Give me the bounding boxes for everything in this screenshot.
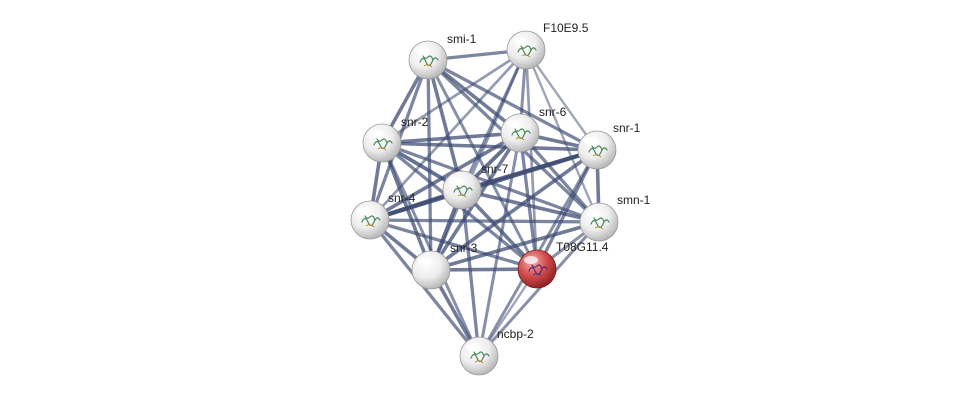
edge-snr-6-snr-4 <box>368 131 522 222</box>
edge-F10E9.5-snr-1 <box>524 48 599 152</box>
edge-F10E9.5-snr-2 <box>380 48 528 145</box>
node-label: F10E9.5 <box>543 21 589 35</box>
edge-F10E9.5-T08G11.4 <box>524 48 539 271</box>
edge-F10E9.5-smn-1 <box>524 48 601 224</box>
node-sphere[interactable] <box>411 250 451 290</box>
node-highlight <box>586 209 600 217</box>
structure-glyph-icon <box>365 224 375 228</box>
node-sphere[interactable] <box>408 40 448 80</box>
node-label: snr-7 <box>481 162 509 176</box>
edge-snr-7-smn-1 <box>460 188 601 224</box>
node-highlight <box>513 37 527 45</box>
node-snr-6[interactable]: snr-6 <box>500 105 567 153</box>
node-sphere[interactable] <box>500 113 540 153</box>
node-sphere[interactable] <box>506 30 546 70</box>
node-highlight <box>584 137 598 145</box>
structure-glyph-icon <box>457 194 467 198</box>
edge-F10E9.5-snr-4 <box>368 48 528 222</box>
structure-glyph-icon <box>474 360 484 364</box>
node-sphere[interactable] <box>442 170 482 210</box>
edge-snr-7-ncbp-2 <box>460 188 481 358</box>
node-label: snr-3 <box>450 241 478 255</box>
node-label: snr-6 <box>539 105 567 119</box>
node-snr-2[interactable]: snr-2 <box>362 115 429 163</box>
node-highlight <box>418 257 432 265</box>
node-sphere[interactable] <box>459 336 499 376</box>
structure-glyph-icon <box>377 147 387 151</box>
structure-glyph-icon <box>532 273 542 277</box>
edge-snr-2-ncbp-2 <box>380 141 481 358</box>
node-highlight <box>449 177 463 185</box>
node-snr-3[interactable]: snr-3 <box>411 241 478 290</box>
structure-glyph-icon <box>594 226 604 230</box>
node-smi-1[interactable]: smi-1 <box>408 32 477 80</box>
node-sphere[interactable] <box>350 200 390 240</box>
node-sphere[interactable] <box>517 249 557 289</box>
node-highlight <box>466 343 480 351</box>
node-F10E9.5[interactable]: F10E9.5 <box>506 21 589 70</box>
edge-snr-1-snr-3 <box>429 148 599 272</box>
node-label: smi-1 <box>447 32 477 46</box>
edge-smn-1-snr-3 <box>429 220 601 272</box>
node-label: ncbp-2 <box>497 327 534 341</box>
structure-glyph-icon <box>592 154 602 158</box>
node-highlight <box>415 47 429 55</box>
structure-glyph-icon <box>515 137 525 141</box>
node-label: snr-1 <box>613 121 641 135</box>
node-highlight <box>369 130 383 138</box>
node-label: snr-2 <box>401 115 429 129</box>
edge-snr-2-snr-6 <box>380 131 522 145</box>
edge-smi-1-snr-3 <box>426 58 433 272</box>
node-snr-7[interactable]: snr-7 <box>442 162 509 210</box>
structure-glyph-icon <box>521 54 531 58</box>
node-smn-1[interactable]: smn-1 <box>579 193 651 242</box>
node-label: snr-4 <box>388 191 416 205</box>
edge-snr-4-smn-1 <box>368 218 601 224</box>
node-label: T08G11.4 <box>556 240 609 254</box>
node-sphere[interactable] <box>579 202 619 242</box>
node-highlight <box>357 207 371 215</box>
node-T08G11.4[interactable]: T08G11.4 <box>517 240 609 289</box>
node-label: smn-1 <box>617 193 651 207</box>
edge-snr-6-ncbp-2 <box>477 131 522 358</box>
edge-snr-4-T08G11.4 <box>368 218 539 271</box>
edge-smi-1-snr-1 <box>426 58 599 152</box>
edge-snr-2-snr-1 <box>380 141 599 152</box>
node-highlight <box>507 120 521 128</box>
edge-smn-1-ncbp-2 <box>477 220 601 358</box>
node-highlight <box>524 256 538 264</box>
node-sphere[interactable] <box>577 130 617 170</box>
node-ncbp-2[interactable]: ncbp-2 <box>459 327 534 376</box>
node-snr-1[interactable]: snr-1 <box>577 121 641 170</box>
node-sphere[interactable] <box>362 123 402 163</box>
structure-glyph-icon <box>423 64 433 68</box>
edge-smi-1-snr-6 <box>426 58 522 135</box>
edge-smi-1-T08G11.4 <box>426 58 539 271</box>
node-snr-4[interactable]: snr-4 <box>350 191 416 240</box>
nodes-layer: smi-1 F10E9.5 snr-6 snr-1 snr-2 snr-7 snr-4 smn… <box>350 21 651 376</box>
